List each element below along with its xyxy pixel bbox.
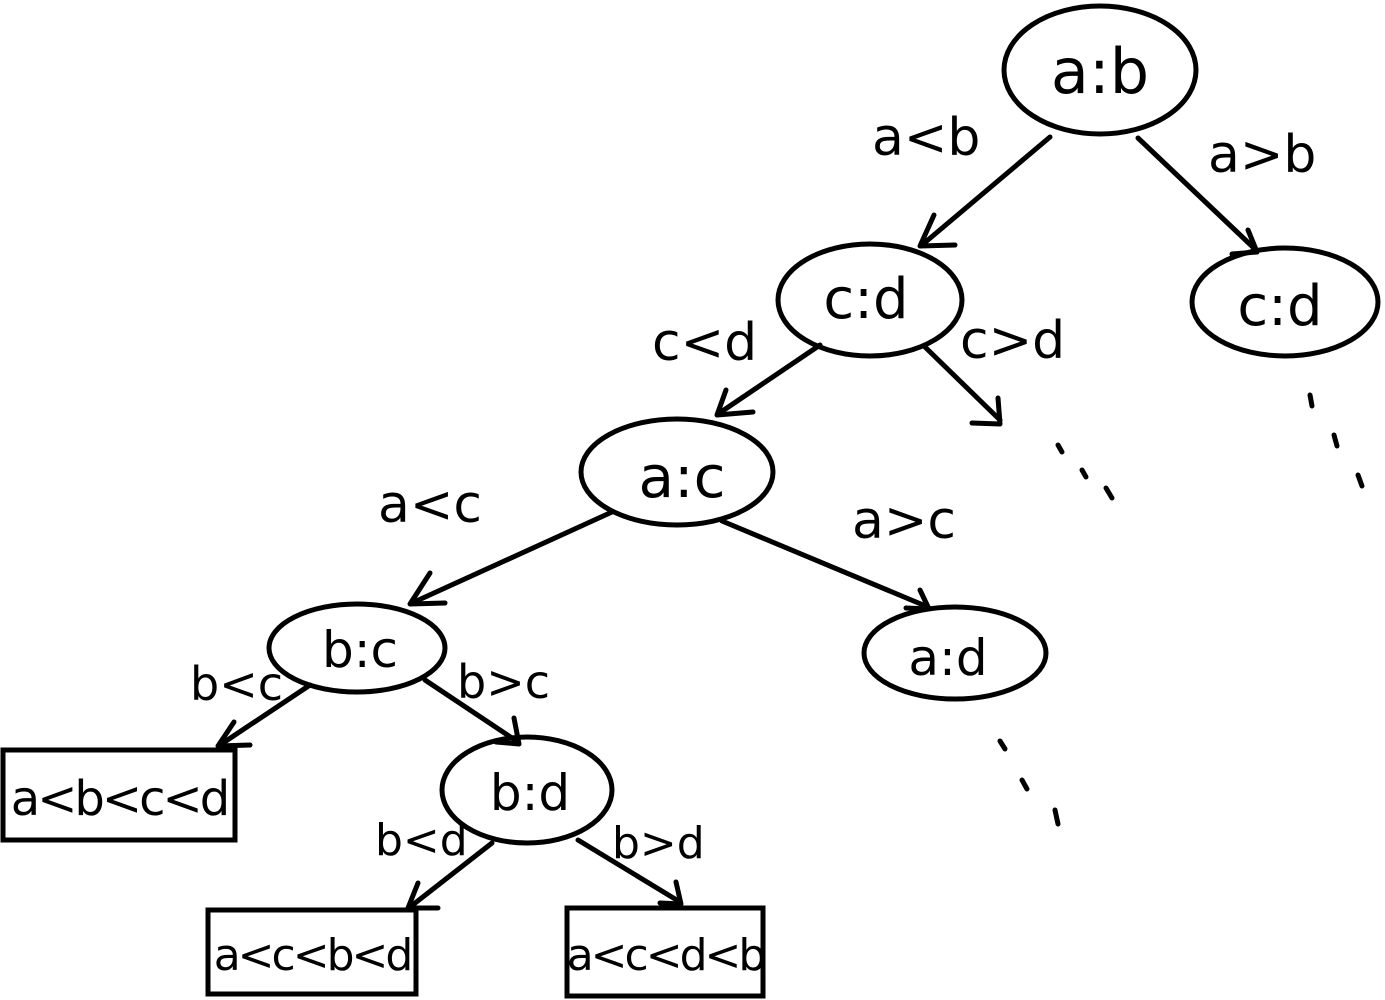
edge-c-gt-d-arrow xyxy=(922,344,1003,427)
node-bc-right-label: b:d xyxy=(490,764,570,822)
edge-a-lt-c-label: a<c xyxy=(378,475,482,535)
leaf-2-label: a<c<b<d xyxy=(214,930,411,981)
edge-a-lt-b-arrow xyxy=(917,134,1053,249)
node-bc-right-ellipse xyxy=(439,734,615,846)
node-ac-right-ellipse xyxy=(861,604,1049,702)
node-ab-left-ellipse xyxy=(775,241,965,359)
edge-a-gt-c-label: a>c xyxy=(852,491,956,551)
ellipsis-marks-ab-right xyxy=(1307,392,1365,489)
edge-c-lt-d-label: c<d xyxy=(652,313,757,373)
edge-b-gt-c-arrow xyxy=(422,677,522,747)
node-cd-left-label: a:c xyxy=(639,443,726,511)
leaf-1-label: a<b<c<d xyxy=(11,771,227,827)
node-ac-left-ellipse xyxy=(266,601,448,695)
node-ac-left-label: b:c xyxy=(322,621,398,679)
edge-a-lt-b-label: a<b xyxy=(872,108,980,168)
leaf-2-box xyxy=(205,907,419,997)
leaf-3-label: a<c<d<b xyxy=(567,930,765,981)
edge-b-lt-c-arrow xyxy=(215,682,313,749)
edge-a-gt-c-arrow xyxy=(719,518,932,612)
node-cd-left-ellipse xyxy=(578,416,776,528)
node-ac-right-label: a:d xyxy=(908,629,987,687)
node-root-label: a:b xyxy=(1051,35,1149,108)
node-ab-right-label: c:d xyxy=(1237,274,1322,339)
node-ab-right-ellipse xyxy=(1189,245,1381,359)
edge-c-gt-d-label: c>d xyxy=(960,311,1065,371)
edge-b-lt-d-arrow xyxy=(405,840,495,911)
edge-a-lt-c-arrow xyxy=(407,509,615,607)
edge-b-lt-c-label: b<c xyxy=(190,657,283,711)
edge-a-gt-b-label: a>b xyxy=(1208,125,1316,185)
edge-a-gt-b-arrow xyxy=(1135,135,1260,257)
ellipsis-marks-cd-right xyxy=(1055,442,1115,501)
node-root-ellipse xyxy=(1001,3,1199,137)
ellipsis-marks-ad xyxy=(997,738,1061,827)
leaf-1-box xyxy=(0,747,238,843)
edge-b-gt-d-label: b>d xyxy=(612,818,705,869)
node-ab-left-label: c:d xyxy=(823,267,908,332)
edge-b-lt-d-label: b<d xyxy=(375,815,468,866)
edge-b-gt-c-label: b>c xyxy=(457,655,550,709)
leaf-3-box xyxy=(564,905,766,999)
edge-b-gt-d-arrow xyxy=(575,837,684,907)
edge-c-lt-d-arrow xyxy=(714,342,823,418)
